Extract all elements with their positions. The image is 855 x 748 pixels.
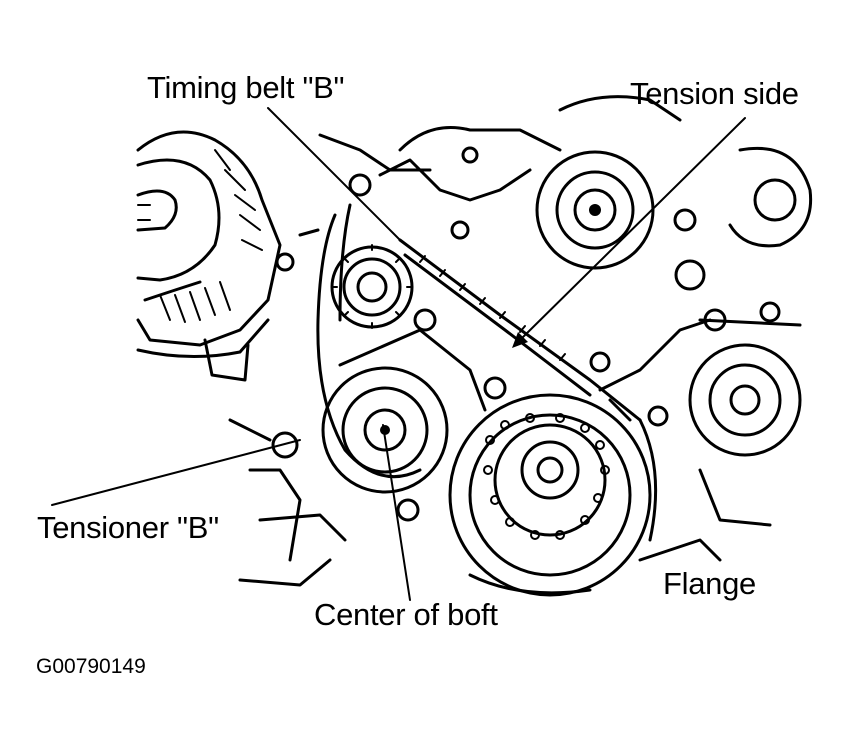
crankshaft-sprocket: [448, 393, 658, 597]
idler-pulley-right: [589, 308, 802, 527]
alternator: [136, 130, 295, 382]
camshaft-sprocket: [330, 244, 414, 329]
tensioner-b-label: Tensioner "B": [37, 510, 219, 545]
timing-belt-b: [316, 203, 642, 479]
flange-label: Flange: [663, 566, 756, 601]
timing-belt-b-label: Timing belt "B": [147, 70, 345, 105]
figure-code: G00790149: [36, 655, 146, 678]
idler-pulley-upper: [318, 126, 706, 291]
tensioner-b-pulley: [321, 308, 507, 522]
engine-outline: [228, 228, 722, 595]
center-of-bolt-label: Center of boft: [314, 597, 498, 632]
pulley-upper-right: [558, 95, 813, 327]
tension-side-label: Tension side: [630, 76, 799, 111]
leader-lines: [51, 107, 746, 601]
